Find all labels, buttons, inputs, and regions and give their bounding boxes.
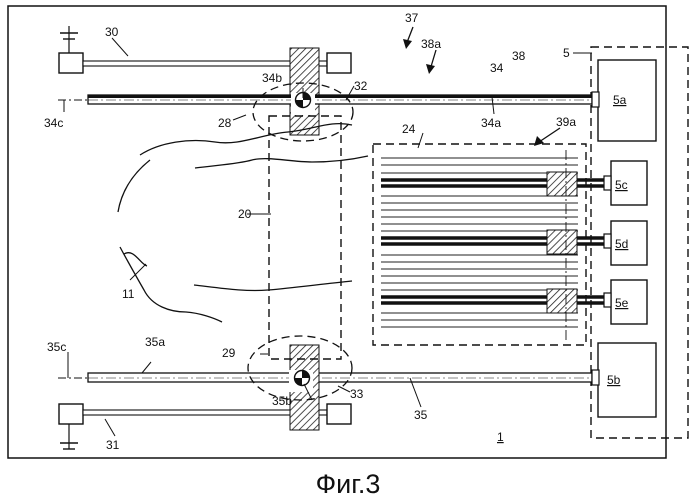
label-30: 30	[105, 25, 119, 39]
arrow-39a	[539, 128, 560, 142]
label-32: 32	[354, 79, 368, 93]
label-34b: 34b	[262, 71, 282, 85]
end-box-31	[327, 404, 351, 424]
label-39a: 39a	[556, 115, 576, 129]
label-5d: 5d	[615, 237, 628, 251]
label-11: 11	[122, 287, 135, 301]
actuator-middle	[547, 230, 577, 254]
label-24: 24	[402, 122, 416, 136]
actuator-lower	[547, 289, 577, 313]
rod-35	[88, 373, 592, 382]
label-5a: 5a	[613, 93, 627, 107]
connector-5c	[604, 176, 611, 190]
label-34: 34	[490, 61, 504, 75]
rod-34-end	[592, 92, 599, 107]
label-35c: 35c	[47, 340, 66, 354]
label-34c: 34c	[44, 116, 63, 130]
label-35a: 35a	[145, 335, 165, 349]
label-5e: 5e	[615, 296, 629, 310]
connector-5e	[604, 293, 611, 307]
end-box-30	[327, 53, 351, 73]
label-35: 35	[414, 408, 428, 422]
label-38a: 38a	[421, 37, 441, 51]
source-box-30	[59, 53, 83, 73]
label-1: 1	[497, 430, 504, 444]
label-31: 31	[106, 438, 120, 452]
label-38: 38	[512, 49, 526, 63]
label-34a: 34a	[481, 116, 501, 130]
label-20: 20	[238, 207, 252, 221]
zone-20-outline	[269, 116, 341, 359]
module-5a	[598, 60, 656, 141]
figure-caption: Фиг.3	[316, 469, 381, 499]
connector-5d	[604, 234, 611, 248]
label-35b: 35b	[272, 394, 292, 408]
label-33: 33	[350, 387, 364, 401]
hatched-block-32	[290, 48, 319, 135]
label-5c: 5c	[615, 178, 628, 192]
actuator-upper	[547, 172, 577, 196]
rod-35-end	[592, 370, 599, 385]
source-box-31	[59, 404, 83, 424]
fibres-11	[118, 124, 368, 322]
arrow-38a-head	[426, 64, 435, 74]
label-5b: 5b	[607, 373, 621, 387]
label-28: 28	[218, 116, 232, 130]
label-37: 37	[405, 11, 419, 25]
arrow-37-head	[403, 39, 412, 49]
label-5: 5	[563, 46, 570, 60]
label-29: 29	[222, 346, 236, 360]
rod-34-top-band	[88, 95, 592, 98]
